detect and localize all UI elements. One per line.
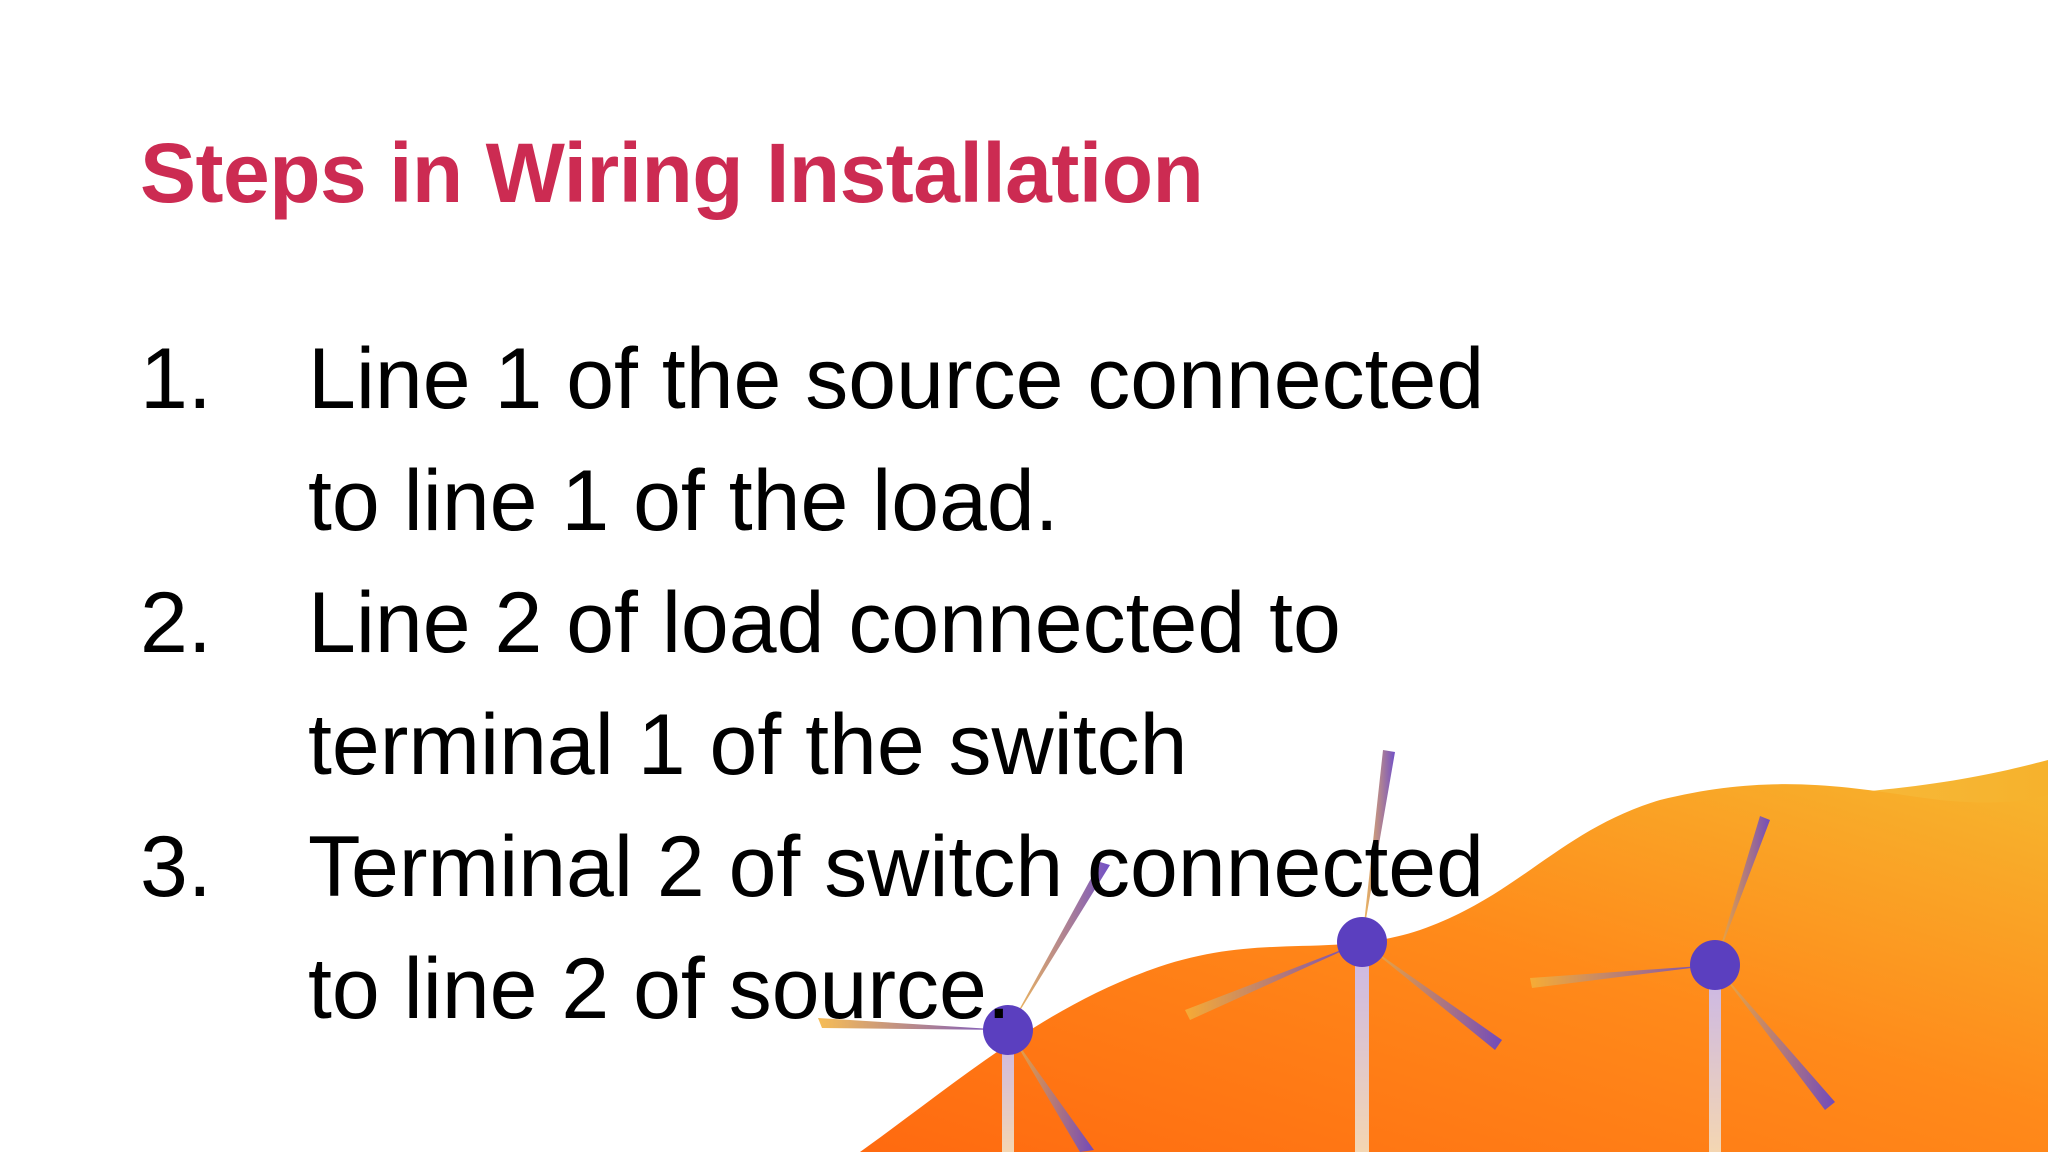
step-number: 1. (140, 331, 212, 427)
step-text: Line 1 of the source connected to line 1… (308, 331, 1485, 549)
wind-turbine-right (1530, 816, 1835, 1152)
step-text: Line 2 of load connected to terminal 1 o… (308, 575, 1341, 793)
step-item-2: 2. Line 2 of load connected to terminal … (140, 562, 1960, 806)
wind-turbine-left (818, 862, 1110, 1152)
slide-title: Steps in Wiring Installation (140, 126, 1204, 220)
step-text: Terminal 2 of switch connected to line 2… (308, 819, 1484, 1037)
step-number: 2. (140, 575, 212, 671)
step-item-3: 3. Terminal 2 of switch connected to lin… (140, 806, 1960, 1050)
wind-turbine-middle (1185, 750, 1502, 1152)
step-item-1: 1. Line 1 of the source connected to lin… (140, 318, 1960, 562)
front-hill (860, 784, 2048, 1152)
steps-list: 1. Line 1 of the source connected to lin… (140, 318, 1960, 1050)
step-number: 3. (140, 819, 212, 915)
